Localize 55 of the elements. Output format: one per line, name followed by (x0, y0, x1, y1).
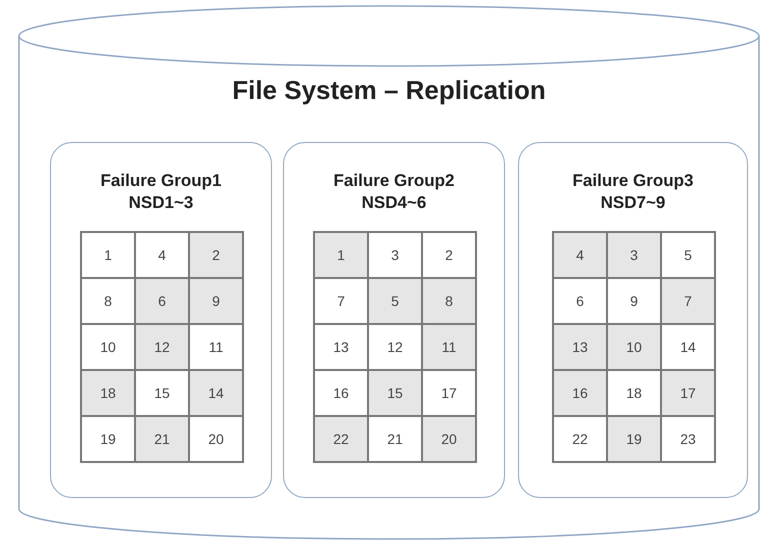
table-cell: 10 (608, 325, 660, 369)
table-cell: 21 (136, 417, 188, 461)
table-cell: 13 (315, 325, 367, 369)
table-cell: 4 (136, 233, 188, 277)
table-cell: 23 (662, 417, 714, 461)
table-cell: 15 (136, 371, 188, 415)
table-cell: 5 (662, 233, 714, 277)
table-cell: 3 (608, 233, 660, 277)
group-panel (283, 142, 505, 498)
table-cell: 2 (423, 233, 475, 277)
table-cell: 3 (369, 233, 421, 277)
table-cell: 15 (369, 371, 421, 415)
group-panel (50, 142, 272, 498)
group-subheading: NSD7~9 (600, 193, 666, 213)
table-cell: 13 (554, 325, 606, 369)
table-cell: 5 (369, 279, 421, 323)
table-cell: 7 (315, 279, 367, 323)
table-cell: 12 (369, 325, 421, 369)
table-cell: 18 (82, 371, 134, 415)
table-cell: 17 (423, 371, 475, 415)
table-cell: 9 (190, 279, 242, 323)
table-cell: 10 (82, 325, 134, 369)
table-cell: 11 (190, 325, 242, 369)
table-cell: 12 (136, 325, 188, 369)
table-cell: 17 (662, 371, 714, 415)
table-cell: 14 (190, 371, 242, 415)
table-cell: 7 (662, 279, 714, 323)
table-cell: 20 (423, 417, 475, 461)
title: File System – Replication (231, 75, 547, 106)
table-cell: 21 (369, 417, 421, 461)
table-cell: 19 (82, 417, 134, 461)
table-cell: 8 (82, 279, 134, 323)
table-cell: 11 (423, 325, 475, 369)
group-subheading: NSD1~3 (128, 193, 194, 213)
group-heading: Failure Group1 (100, 171, 222, 191)
table-cell: 14 (662, 325, 714, 369)
table-cell: 6 (136, 279, 188, 323)
table-cell: 18 (608, 371, 660, 415)
group-subheading: NSD4~6 (360, 193, 428, 213)
group-heading: Failure Group2 (332, 171, 456, 191)
table-cell: 8 (423, 279, 475, 323)
table-cell: 6 (554, 279, 606, 323)
table-cell: 16 (315, 371, 367, 415)
group-heading: Failure Group3 (572, 171, 694, 191)
group-panel (518, 142, 748, 498)
table-cell: 22 (554, 417, 606, 461)
table-cell: 19 (608, 417, 660, 461)
table-cell: 22 (315, 417, 367, 461)
table-cell: 16 (554, 371, 606, 415)
table-cell: 4 (554, 233, 606, 277)
table-cell: 9 (608, 279, 660, 323)
table-cell: 1 (315, 233, 367, 277)
table-cell: 20 (190, 417, 242, 461)
table-cell: 1 (82, 233, 134, 277)
table-cell: 2 (190, 233, 242, 277)
